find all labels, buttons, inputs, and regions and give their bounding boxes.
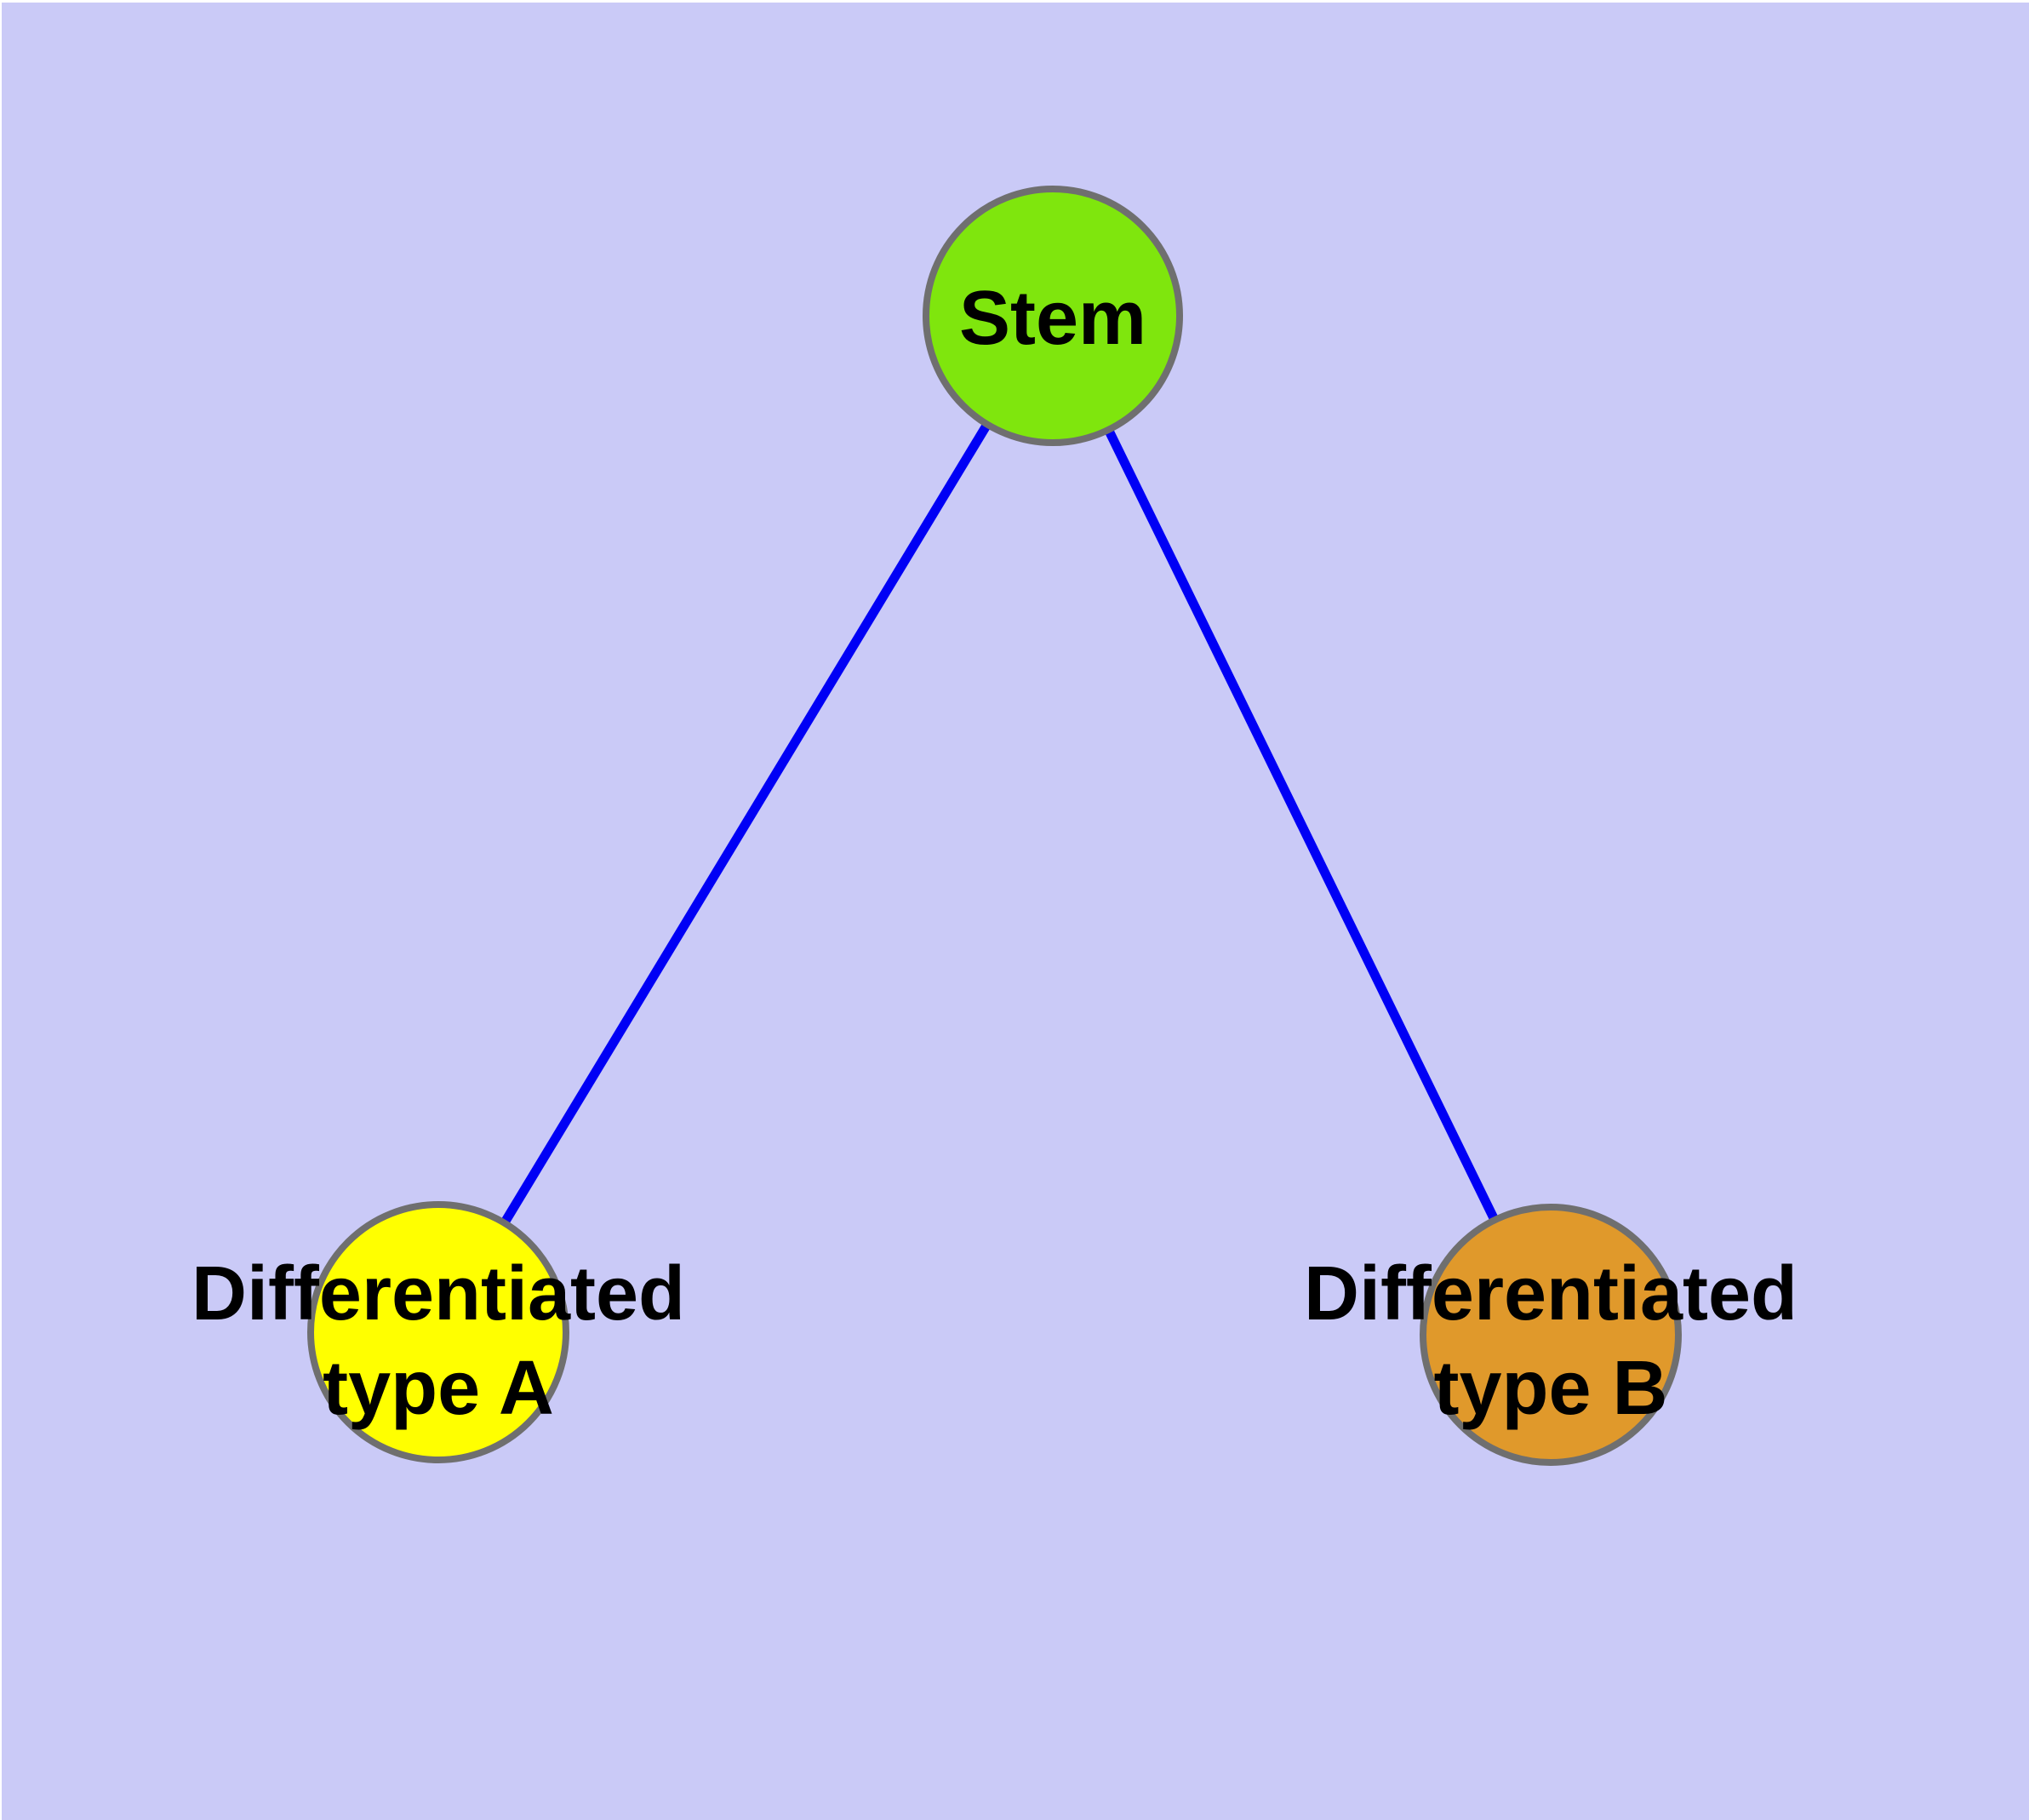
node-label-stem: Stem (959, 276, 1146, 361)
node-label-type-b-line1: Differentiated (1304, 1251, 1798, 1336)
node-type-a (307, 1201, 569, 1463)
edge-stem-to-type-b (1049, 313, 1555, 1337)
node-label-type-a-line2: type A (323, 1346, 554, 1431)
node-type-b (1420, 1204, 1682, 1466)
node-label-type-a-line1: Differentiated (191, 1251, 685, 1336)
node-stem (923, 186, 1183, 446)
node-label-type-b-line2: type B (1433, 1346, 1667, 1431)
edge-stem-to-type-a (434, 313, 1057, 1335)
